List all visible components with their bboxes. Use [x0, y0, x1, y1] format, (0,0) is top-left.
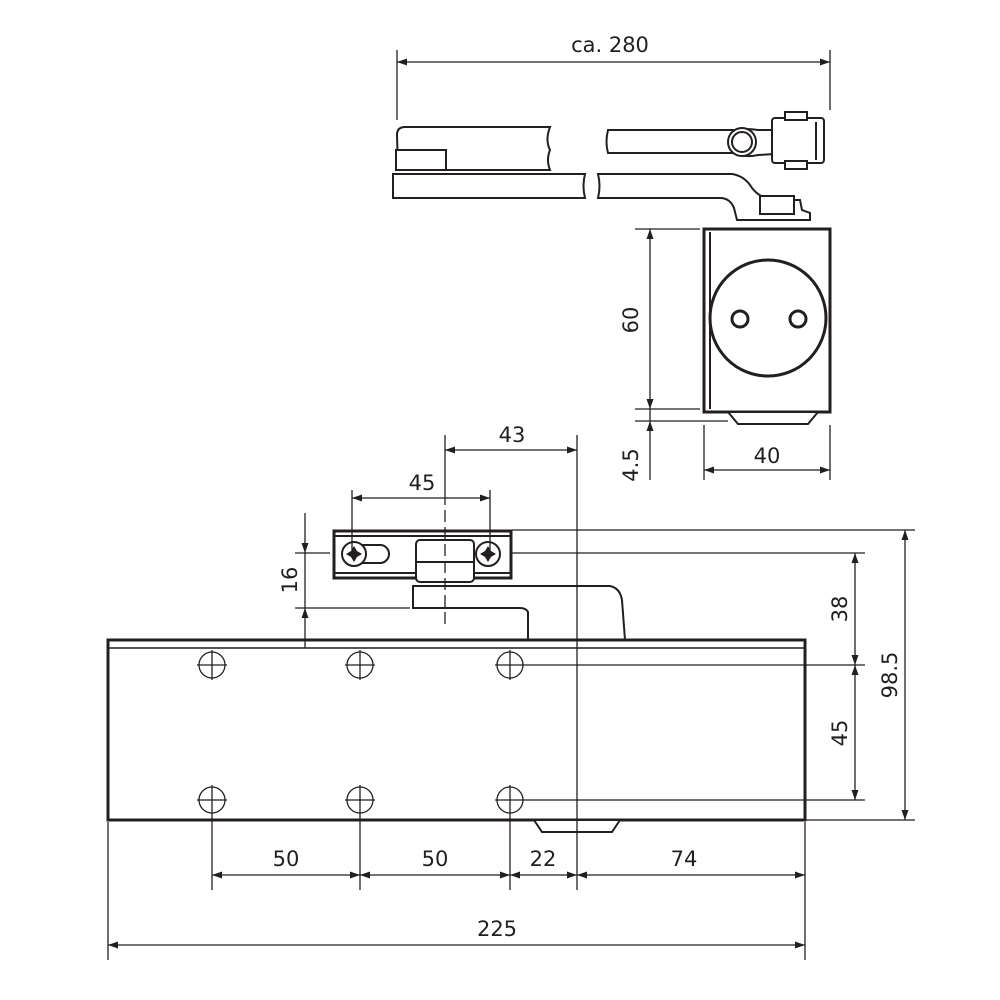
dim-label-4-5: 4.5: [619, 448, 643, 481]
closer-front-view: [106, 510, 807, 833]
dim-label-45-bracket: 45: [409, 471, 436, 495]
dim-label-ca-280: ca. 280: [571, 33, 649, 57]
dimension-lines: [108, 58, 909, 949]
dim-label-45-holes: 45: [828, 720, 852, 747]
dim-label-38: 38: [828, 596, 852, 623]
body-side-view: [702, 227, 832, 425]
dim-label-40: 40: [754, 444, 781, 468]
dim-label-50-a: 50: [273, 847, 300, 871]
dim-label-60: 60: [619, 307, 643, 334]
dim-label-43: 43: [499, 423, 526, 447]
dim-label-16: 16: [278, 567, 302, 594]
dim-label-74: 74: [671, 847, 698, 871]
dim-label-225: 225: [477, 917, 517, 941]
dim-label-50-b: 50: [422, 847, 449, 871]
arm-top-view: [392, 111, 825, 221]
extension-lines: [107, 50, 915, 960]
dim-label-98-5: 98.5: [878, 652, 902, 699]
mounting-holes: [197, 650, 525, 815]
dim-label-22: 22: [530, 847, 557, 871]
